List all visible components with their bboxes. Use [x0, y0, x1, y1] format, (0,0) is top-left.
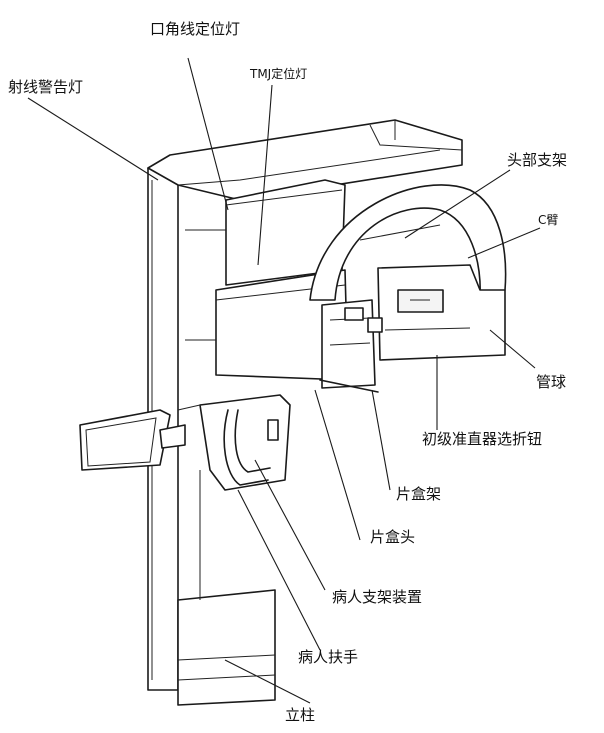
label-patient-support: 病人支架装置: [332, 588, 423, 606]
label-tube: 管球: [536, 373, 567, 391]
tube-housing-drawing: [377, 264, 506, 361]
cassette-mechanism-drawing: [319, 299, 383, 393]
label-patient-handle: 病人扶手: [298, 648, 359, 666]
leader-lines: [27, 57, 541, 704]
label-column: 立柱: [285, 706, 316, 724]
top-arm-drawing: [147, 119, 463, 201]
label-radiation-warning-light: 射线警告灯: [8, 78, 84, 96]
label-c-arm: C臂: [538, 213, 559, 227]
patient-support-drawing: [177, 394, 291, 600]
label-cassette-head: 片盒头: [370, 528, 416, 546]
label-mouth-angle-light: 口角线定位灯: [150, 20, 241, 38]
label-head-support: 头部支架: [507, 151, 568, 169]
side-panel-drawing: [79, 409, 186, 471]
label-tmj-light: TMJ定位灯: [250, 67, 308, 81]
label-primary-collimator-knob: 初级准直器选折钮: [422, 430, 543, 448]
label-cassette-holder: 片盒架: [396, 485, 442, 503]
